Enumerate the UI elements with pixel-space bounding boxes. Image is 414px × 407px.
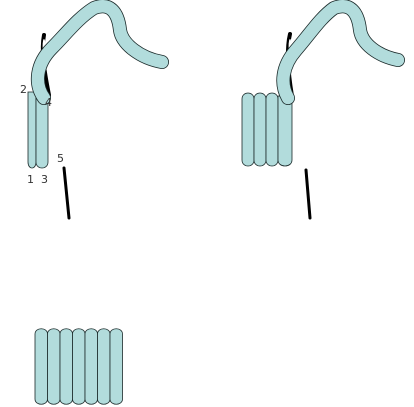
label-3: 3 (41, 173, 48, 186)
step-3-panel (35, 329, 123, 405)
finished-stitch (110, 329, 123, 405)
wrapped-stitch (266, 93, 278, 166)
finished-stitch (60, 329, 73, 405)
label-4: 4 (45, 96, 52, 109)
finished-stitch (98, 329, 111, 405)
step-1-panel: 2 4 5 1 3 (20, 6, 162, 218)
label-1: 1 (27, 173, 34, 186)
finished-stitch (73, 329, 86, 405)
current-stitch (278, 96, 292, 166)
needle-point (306, 170, 310, 218)
finished-stitch (48, 329, 61, 405)
label-5: 5 (57, 152, 64, 165)
finished-stitch (35, 329, 48, 405)
finished-stitch (85, 329, 98, 405)
step-2-panel (242, 6, 398, 218)
needle-point (64, 168, 69, 218)
wrapped-stitch (254, 93, 266, 166)
label-2: 2 (20, 83, 27, 96)
stitch-1-2 (28, 92, 36, 168)
wrapped-stitch (242, 93, 254, 166)
